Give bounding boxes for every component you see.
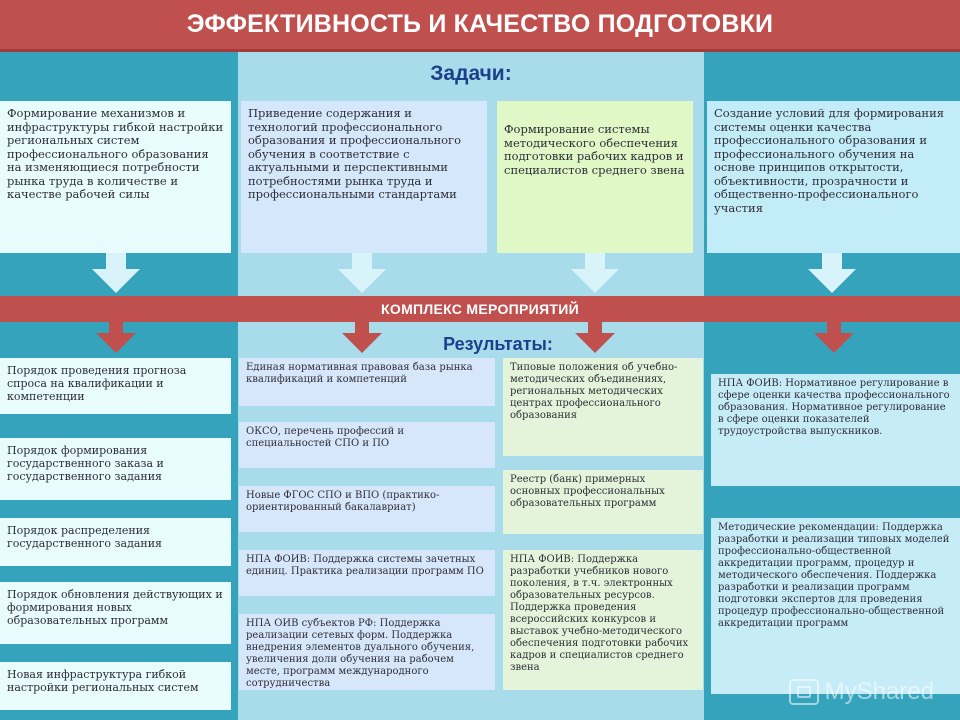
watermark-logo: MyShared — [788, 678, 934, 706]
result-card: Новая инфраструктура гибкой настройки ре… — [0, 662, 231, 710]
task-card: Приведение содержания и технологий профе… — [241, 101, 487, 253]
result-card: Методические рекомендации: Поддержка раз… — [711, 518, 960, 694]
result-card: Порядок проведения прогноза спроса на кв… — [0, 358, 231, 414]
result-card: Порядок формирования государственного за… — [0, 438, 231, 500]
result-card: Типовые положения об учебно-методических… — [503, 358, 703, 456]
result-card: Порядок распределения государственного з… — [0, 518, 231, 566]
result-card: Единая нормативная правовая база рынка к… — [239, 358, 495, 406]
result-card: Реестр (банк) примерных основных професс… — [503, 470, 703, 534]
result-card: НПА ФОИВ: Поддержка системы зачетных еди… — [239, 550, 495, 596]
result-card: Новые ФГОС СПО и ВПО (практико-ориентиро… — [239, 486, 495, 532]
watermark-text: MyShared — [824, 678, 934, 705]
task-card: Формирование системы методического обесп… — [497, 101, 693, 253]
complex-band: КОМПЛЕКС МЕРОПРИЯТИЙ — [0, 296, 960, 322]
tasks-heading: Задачи: — [430, 62, 512, 85]
results-heading: Результаты: — [443, 334, 553, 354]
presentation-icon — [788, 679, 819, 705]
result-card: НПА ФОИВ: Нормативное регулирование в сф… — [711, 374, 960, 486]
page-title: ЭФФЕКТИВНОСТЬ И КАЧЕСТВО ПОДГОТОВКИ — [0, 0, 960, 52]
result-card: НПА ОИВ субъектов РФ: Поддержка реализац… — [239, 614, 495, 690]
task-card: Создание условий для формирования систем… — [707, 101, 960, 253]
result-card: НПА ФОИВ: Поддержка разработки учебников… — [503, 550, 703, 690]
task-card: Формирование механизмов и инфраструктуры… — [0, 101, 231, 253]
result-card: ОКСО, перечень профессий и специальносте… — [239, 422, 495, 468]
result-card: Порядок обновления действующих и формиро… — [0, 582, 231, 644]
